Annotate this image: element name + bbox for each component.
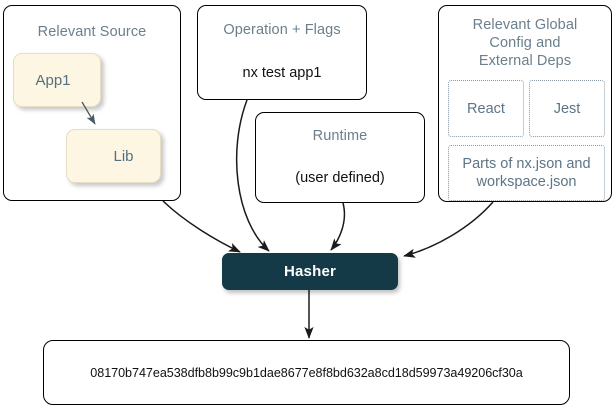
output-hash-value: 08170b747ea538dfb8b99c9b1dae8677e8f8bd63… xyxy=(90,365,523,380)
node-app1: App1 xyxy=(13,53,101,107)
group-global-config-title-line-2: Config and xyxy=(489,35,561,51)
group-runtime-title: Runtime xyxy=(312,128,368,144)
dep-jest-label: Jest xyxy=(553,100,581,117)
hasher-box: Hasher xyxy=(222,253,398,290)
config-parts-nx-json: Parts of nx.json and workspace.json xyxy=(448,145,605,201)
node-lib: Lib xyxy=(66,129,161,183)
edge-runtime-to-hasher xyxy=(330,202,346,251)
hasher-label: Hasher xyxy=(283,263,337,280)
node-app1-label: App1 xyxy=(35,71,71,89)
edge-relevant-source-to-hasher xyxy=(162,200,241,253)
group-runtime: Runtime (user defined) xyxy=(255,112,425,203)
group-operation-flags: Operation + Flags nx test app1 xyxy=(197,5,367,100)
group-relevant-source: Relevant Source App1 Lib xyxy=(3,5,181,201)
group-global-config: Relevant Global Config and External Deps… xyxy=(438,5,612,202)
dep-react: React xyxy=(448,80,524,137)
operation-command: nx test app1 xyxy=(242,65,322,81)
dep-jest: Jest xyxy=(529,80,605,137)
dep-react-label: React xyxy=(467,100,505,117)
runtime-value: (user defined) xyxy=(295,170,385,186)
group-global-config-title-line-3: External Deps xyxy=(478,53,572,69)
edge-global-config-to-hasher xyxy=(403,201,494,258)
node-lib-label: Lib xyxy=(113,147,134,165)
group-operation-flags-title: Operation + Flags xyxy=(223,22,341,38)
config-parts-nx-json-label: Parts of nx.json and workspace.json xyxy=(462,156,591,190)
output-hash-box: 08170b747ea538dfb8b99c9b1dae8677e8f8bd63… xyxy=(43,340,570,405)
group-global-config-title-line-1: Relevant Global xyxy=(472,17,578,33)
group-relevant-source-title: Relevant Source xyxy=(37,24,147,40)
